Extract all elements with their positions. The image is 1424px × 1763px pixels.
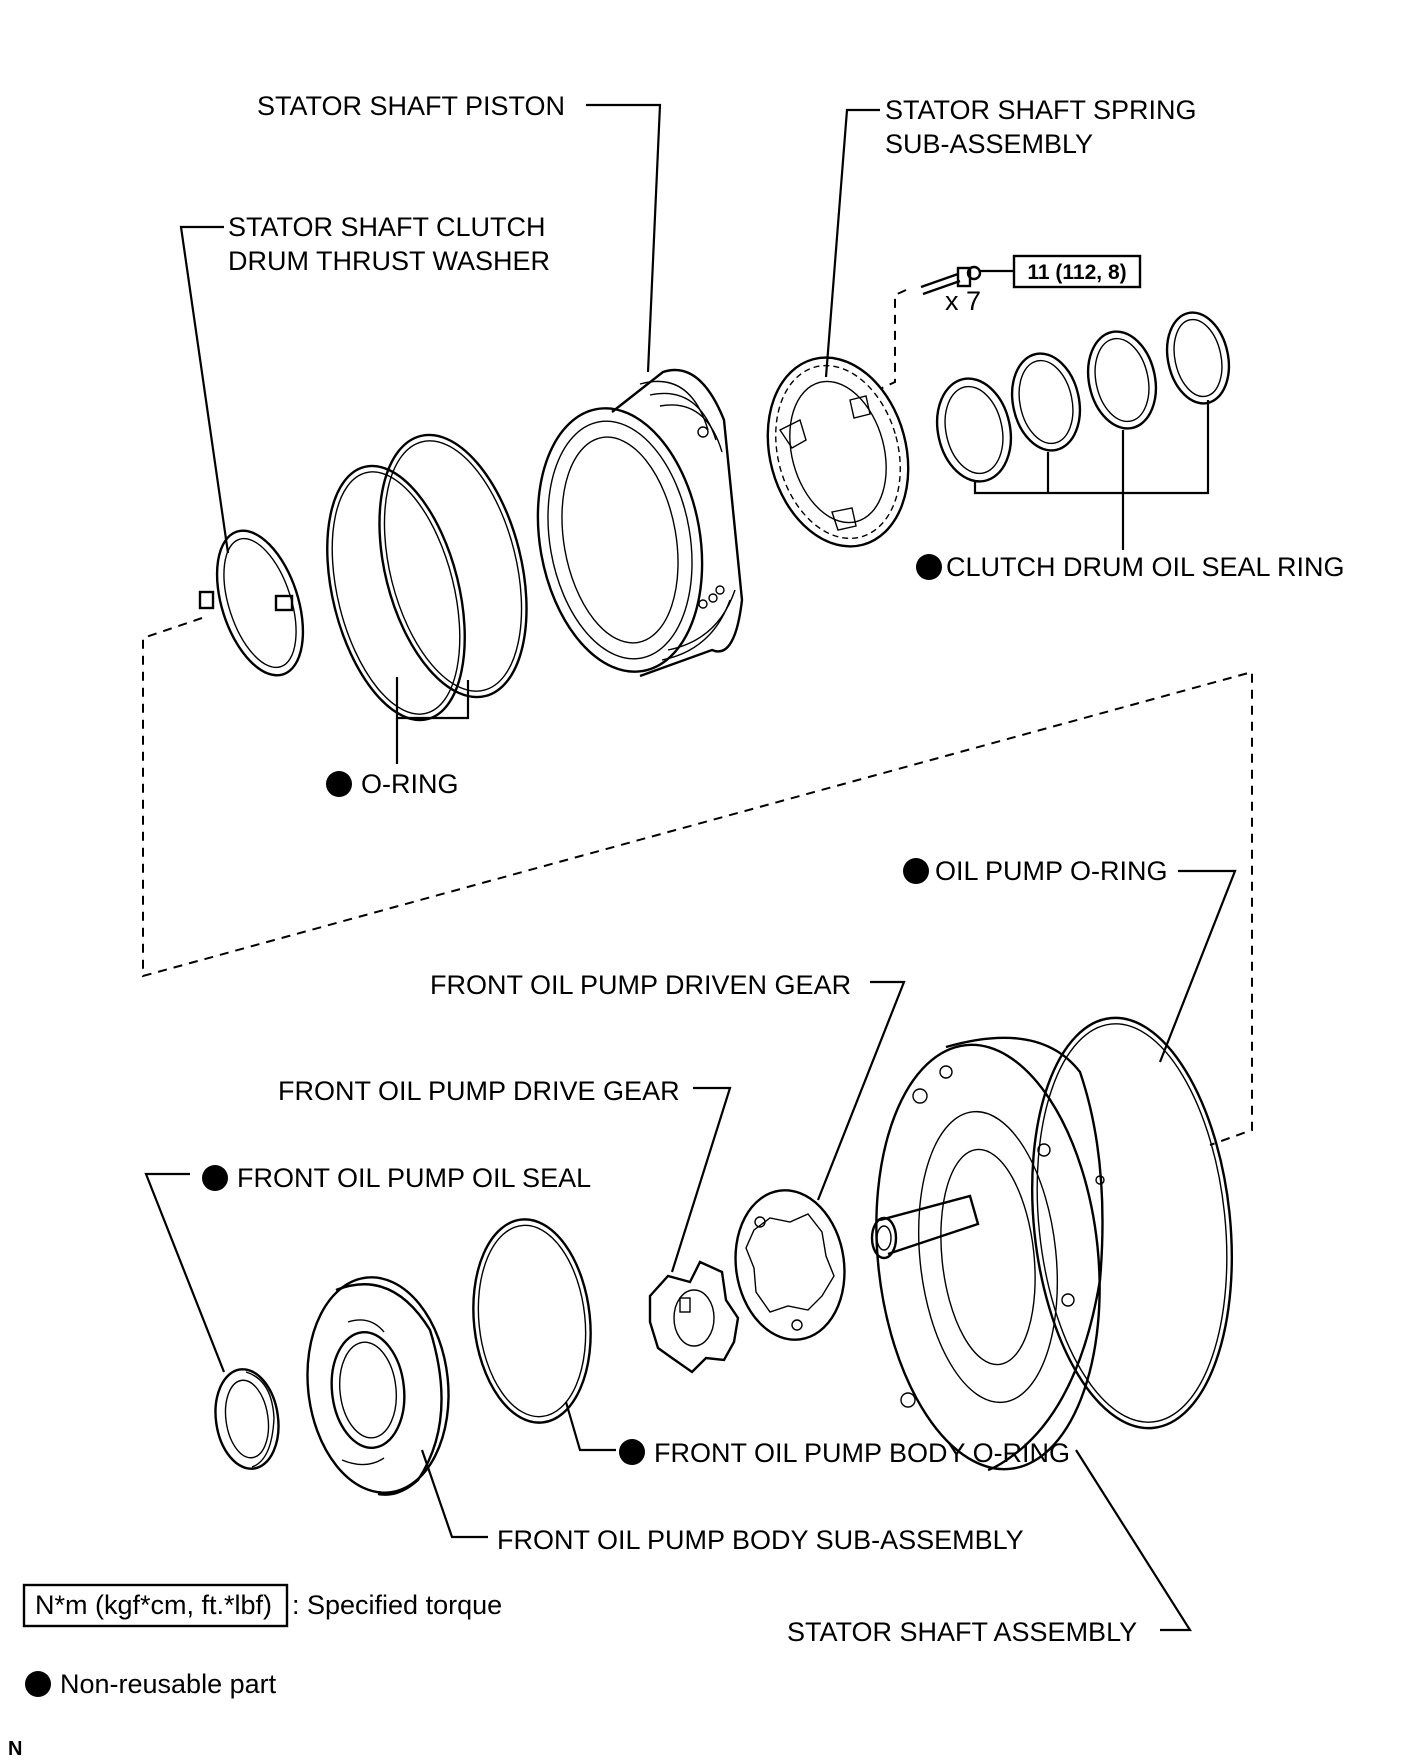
alignment-dashed-line-left (142, 617, 1253, 1146)
non-reusable-marker-o-ring (326, 771, 352, 797)
label-bolt-count: x 7 (945, 286, 981, 316)
label-spring-sub-assembly-line2: SUB-ASSEMBLY (885, 129, 1093, 159)
torque-spec-value: 11 (112, 8) (1027, 261, 1126, 284)
leader-lines (144, 103, 1237, 1632)
torque-spec-box (1012, 254, 1142, 289)
non-reusable-marker-seal-ring (916, 554, 942, 580)
label-spring-sub-assembly-line1: STATOR SHAFT SPRING (885, 95, 1197, 125)
bolt-dashed-line (881, 289, 907, 389)
label-front-oil-pump-body-sub-assembly: FRONT OIL PUMP BODY SUB-ASSEMBLY (497, 1525, 1024, 1555)
label-thrust-washer-line2: DRUM THRUST WASHER (228, 246, 550, 276)
stator-shaft-piston-drawing (536, 368, 744, 678)
legend-torque-text: : Specified torque (292, 1590, 502, 1620)
bolt-drawing (920, 265, 982, 296)
label-thrust-washer-line1: STATOR SHAFT CLUTCH (228, 212, 546, 242)
spring-sub-assembly-drawing (766, 356, 910, 548)
non-reusable-marker-oil-seal (202, 1165, 228, 1191)
non-reusable-marker-oil-pump-o-ring (903, 858, 929, 884)
clutch-drum-seal-rings-drawing (935, 311, 1231, 483)
legend-torque-unit: N*m (kgf*cm, ft.*lbf) (35, 1590, 272, 1620)
oil-pump-oil-seal-drawing (214, 1368, 280, 1470)
label-clutch-drum-oil-seal-ring: CLUTCH DRUM OIL SEAL RING (946, 552, 1345, 582)
label-stator-shaft-piston: STATOR SHAFT PISTON (257, 91, 565, 121)
legend-torque-box (22, 1583, 289, 1628)
label-front-oil-pump-driven-gear: FRONT OIL PUMP DRIVEN GEAR (430, 970, 851, 1000)
corner-mark: N (8, 1738, 22, 1760)
oil-pump-body-o-ring-drawing (472, 1218, 592, 1424)
driven-gear-drawing (734, 1189, 846, 1341)
thrust-washer-drawing (198, 529, 305, 677)
legend-non-reusable-marker (25, 1671, 51, 1697)
label-stator-shaft-assembly: STATOR SHAFT ASSEMBLY (787, 1617, 1137, 1647)
legend-non-reusable-text: Non-reusable part (60, 1669, 277, 1699)
label-front-oil-pump-drive-gear: FRONT OIL PUMP DRIVE GEAR (278, 1076, 680, 1106)
label-oil-pump-o-ring: OIL PUMP O-RING (935, 856, 1168, 886)
label-front-oil-pump-oil-seal: FRONT OIL PUMP OIL SEAL (237, 1163, 591, 1193)
o-ring-pair-drawing (326, 433, 528, 722)
stator-shaft-assembly-drawing (870, 1016, 1234, 1472)
label-o-ring: O-RING (361, 769, 459, 799)
oil-pump-body-drawing (306, 1276, 450, 1496)
non-reusable-marker-body-o-ring (619, 1439, 645, 1465)
drive-gear-drawing (648, 1260, 740, 1374)
label-front-oil-pump-body-o-ring: FRONT OIL PUMP BODY O-RING (654, 1438, 1070, 1468)
